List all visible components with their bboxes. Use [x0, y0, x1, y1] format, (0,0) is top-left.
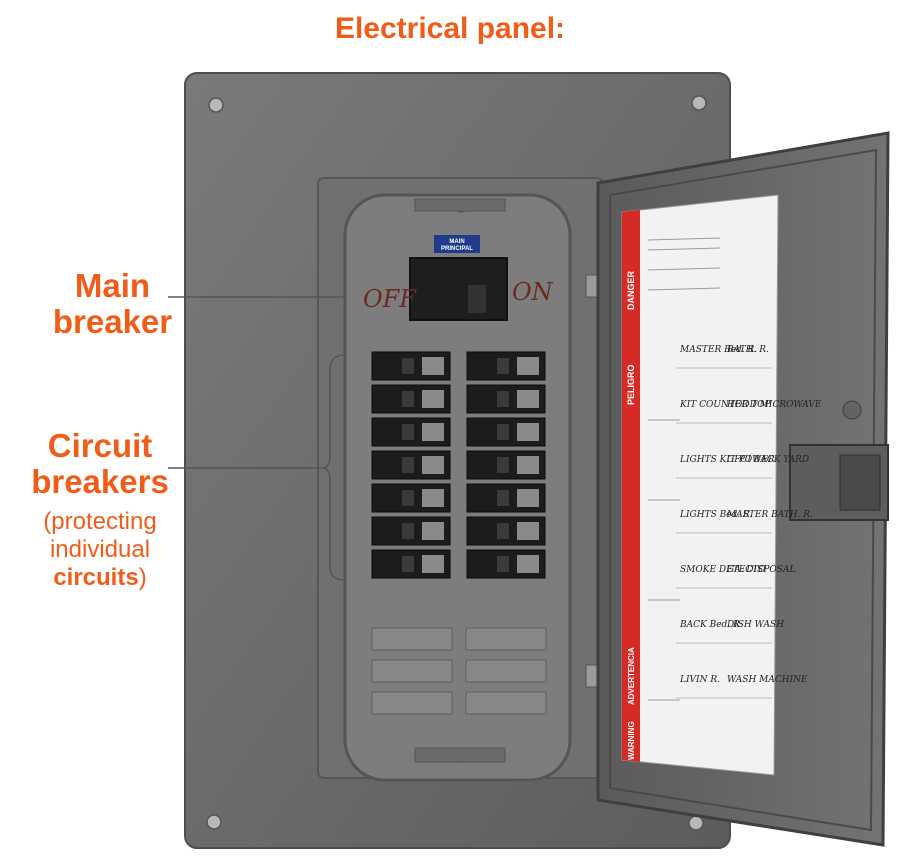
warning-advertencia: ADVERTENCIA — [627, 647, 636, 705]
breaker-rows — [371, 351, 546, 579]
circuit-breakers-label: Circuit breakers — [20, 428, 180, 500]
directory-entry: GA. DISPOSAL — [727, 565, 795, 575]
breaker-handle — [497, 424, 509, 440]
breaker-label-sticker — [422, 390, 444, 408]
circuit-breakers-label-line1: Circuit — [47, 427, 153, 464]
circuit-directory: MASTER Bed. R.BATH. R. KIT COUNTER TOPHOO… — [676, 345, 822, 699]
warning-danger: DANGER — [626, 270, 636, 310]
note-close-paren: ) — [138, 564, 147, 591]
main-tag-line2: PRINCIPAL — [441, 246, 473, 252]
breaker-handle — [402, 523, 414, 539]
breaker-label-sticker — [422, 456, 444, 474]
breaker-label-sticker — [517, 456, 539, 474]
directory-entry: DISH WASH — [726, 620, 784, 630]
off-marking: OFF — [363, 285, 417, 313]
directory-entry: MASTER BATH. R. — [726, 510, 813, 520]
main-breaker-label-line2: breaker — [52, 303, 173, 340]
breaker-label-sticker — [422, 357, 444, 375]
circuit-breakers-label-line2: breakers — [31, 463, 169, 500]
breaker-label-sticker — [517, 555, 539, 573]
directory-entry: LIVIN R. — [679, 675, 720, 685]
breaker-label-sticker — [517, 390, 539, 408]
label-fine-print — [647, 237, 721, 701]
warning-strip — [622, 210, 640, 762]
breaker-handle — [497, 523, 509, 539]
breaker-label-sticker — [517, 357, 539, 375]
circuit-breakers-note-line1: (protecting — [43, 508, 157, 535]
main-breaker — [409, 257, 508, 321]
main-breaker-handle — [468, 285, 486, 313]
breaker-label-sticker — [422, 555, 444, 573]
directory-entry: KIT COUNTER TOP — [679, 400, 771, 410]
breaker-handle — [497, 556, 509, 572]
main-breaker-label: Main breaker — [40, 268, 185, 340]
directory-entry: LIGHTS Bed. R. — [679, 510, 753, 520]
directory-entry: HOOD MICROWAVE — [726, 400, 822, 410]
bottom-tab — [414, 747, 506, 763]
directory-entry: WASH MACHINE — [727, 675, 808, 685]
directory-label — [621, 194, 779, 776]
breaker-handle — [497, 391, 509, 407]
directory-entry: BATH. R. — [726, 345, 769, 355]
main-tag-line1: MAIN — [449, 239, 464, 245]
breaker-handle — [497, 490, 509, 506]
directory-entry: BACK Bed. R. — [679, 620, 743, 630]
breaker-handle — [402, 424, 414, 440]
breaker-handle — [402, 391, 414, 407]
breaker-handle — [402, 457, 414, 473]
main-tag — [434, 235, 480, 253]
breaker-handle — [497, 358, 509, 374]
circuit-breakers-note-line3: circuits) — [20, 564, 180, 592]
page-title: Electrical panel: — [334, 12, 566, 45]
main-breaker-label-line1: Main — [74, 267, 151, 304]
breaker-handle — [402, 358, 414, 374]
breaker-handle — [402, 556, 414, 572]
directory-entry: MASTER Bed. R. — [679, 345, 757, 355]
breaker-label-sticker — [517, 423, 539, 441]
door-knockout — [842, 400, 862, 420]
warning-peligro: PELIGRO — [626, 364, 636, 405]
directory-entry: SMOKE DETECTO — [680, 565, 766, 575]
breaker-label-sticker — [422, 489, 444, 507]
knockouts — [371, 627, 547, 715]
directory-entry: GFCI BACK YARD — [727, 455, 809, 465]
breaker-label-sticker — [517, 489, 539, 507]
circuits-word: circuits — [53, 564, 139, 591]
breaker-label-sticker — [517, 522, 539, 540]
breaker-handle — [497, 457, 509, 473]
top-tab — [414, 198, 506, 212]
warning-warning: WARNING — [627, 721, 636, 760]
on-marking: ON — [512, 278, 554, 306]
breaker-label-sticker — [422, 522, 444, 540]
breaker-handle — [402, 490, 414, 506]
circuit-breakers-note: (protecting individual circuits) — [20, 508, 180, 592]
directory-entry: LIGHTS KIT POWER — [679, 455, 775, 465]
circuit-breakers-bracket — [168, 354, 346, 581]
circuit-breakers-note-line2: individual — [49, 536, 151, 563]
breaker-label-sticker — [422, 423, 444, 441]
